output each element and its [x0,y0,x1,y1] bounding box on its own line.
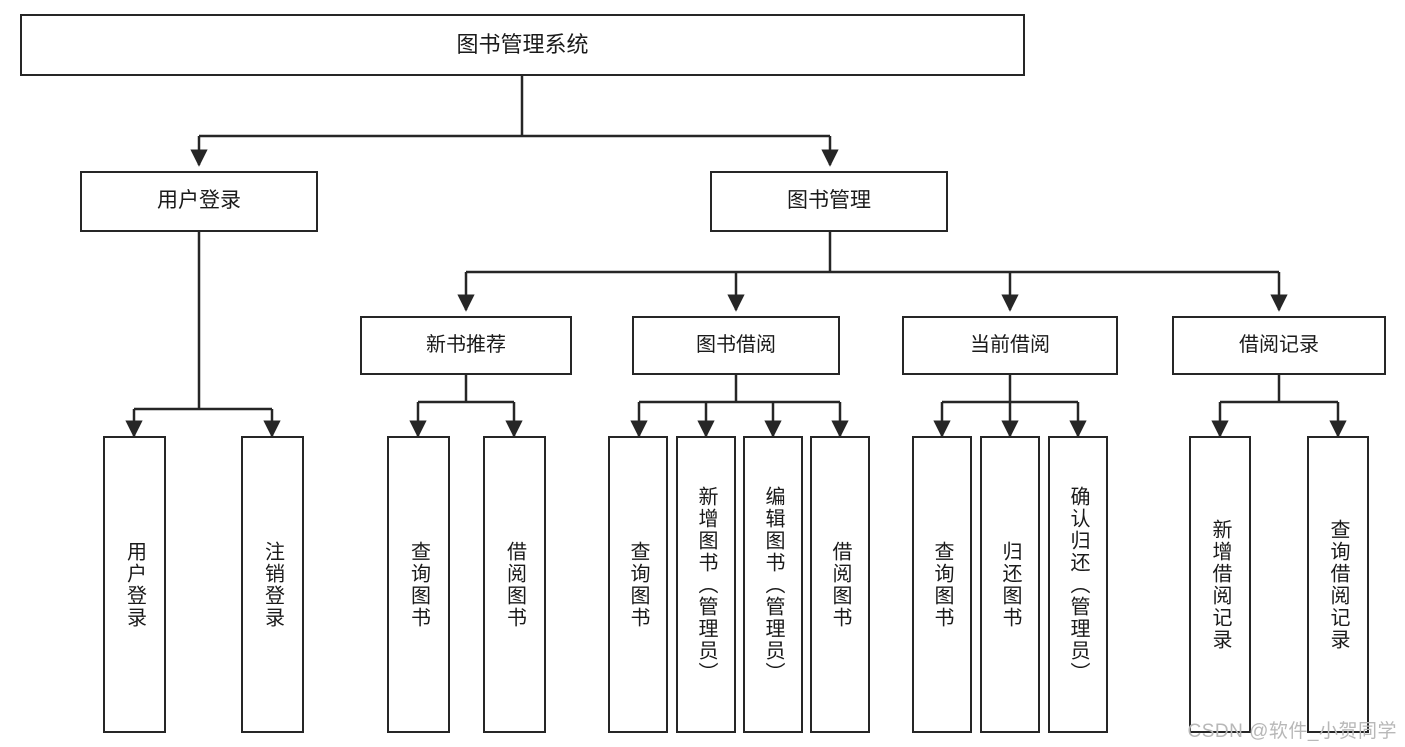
leaf-borrow-add-book-admin-label: 新增图书（管理员） [695,485,717,684]
node-new-book-recommend-label: 新书推荐 [426,334,506,356]
node-book-management-label: 图书管理 [787,189,871,213]
leaf-borrow-edit-book-admin-label: 编辑图书（管理员） [762,485,784,684]
leaf-logout-label: 注销登录 [261,540,284,629]
leaf-current-confirm-return-admin-label: 确认归还（管理员） [1067,485,1089,684]
leaf-current-return-book-label: 归还图书 [999,540,1021,629]
node-user-login-label: 用户登录 [157,189,241,213]
node-current-borrow[interactable]: 当前借阅 [902,316,1118,375]
leaf-newbook-borrow-book[interactable]: 借阅图书 [483,436,546,733]
node-root[interactable]: 图书管理系统 [20,14,1025,76]
leaf-current-query-book-label: 查询图书 [931,540,953,629]
node-borrow-record-label: 借阅记录 [1239,334,1319,356]
leaf-current-return-book[interactable]: 归还图书 [980,436,1040,733]
leaf-record-add-record[interactable]: 新增借阅记录 [1189,436,1251,733]
node-root-label: 图书管理系统 [456,32,589,58]
leaf-record-query-record[interactable]: 查询借阅记录 [1307,436,1369,733]
leaf-current-confirm-return-admin[interactable]: 确认归还（管理员） [1048,436,1108,733]
leaf-record-add-record-label: 新增借阅记录 [1209,518,1231,651]
node-book-borrow-label: 图书借阅 [696,334,776,356]
leaf-user-login-label: 用户登录 [123,540,146,629]
leaf-record-query-record-label: 查询借阅记录 [1327,518,1349,651]
leaf-current-query-book[interactable]: 查询图书 [912,436,972,733]
node-book-borrow[interactable]: 图书借阅 [632,316,840,375]
node-book-management[interactable]: 图书管理 [710,171,948,232]
node-borrow-record[interactable]: 借阅记录 [1172,316,1386,375]
leaf-borrow-query-book[interactable]: 查询图书 [608,436,668,733]
leaf-borrow-borrow-book[interactable]: 借阅图书 [810,436,870,733]
watermark: CSDN @软件_小贺同学 [1187,721,1397,742]
leaf-borrow-query-book-label: 查询图书 [627,540,649,629]
node-current-borrow-label: 当前借阅 [970,334,1050,356]
leaf-borrow-borrow-book-label: 借阅图书 [829,540,851,629]
node-user-login[interactable]: 用户登录 [80,171,318,232]
leaf-newbook-borrow-book-label: 借阅图书 [503,540,526,629]
leaf-borrow-add-book-admin[interactable]: 新增图书（管理员） [676,436,736,733]
leaf-newbook-query-book[interactable]: 查询图书 [387,436,450,733]
leaf-newbook-query-book-label: 查询图书 [407,540,430,629]
node-new-book-recommend[interactable]: 新书推荐 [360,316,572,375]
leaf-user-login[interactable]: 用户登录 [103,436,166,733]
leaf-borrow-edit-book-admin[interactable]: 编辑图书（管理员） [743,436,803,733]
leaf-logout[interactable]: 注销登录 [241,436,304,733]
